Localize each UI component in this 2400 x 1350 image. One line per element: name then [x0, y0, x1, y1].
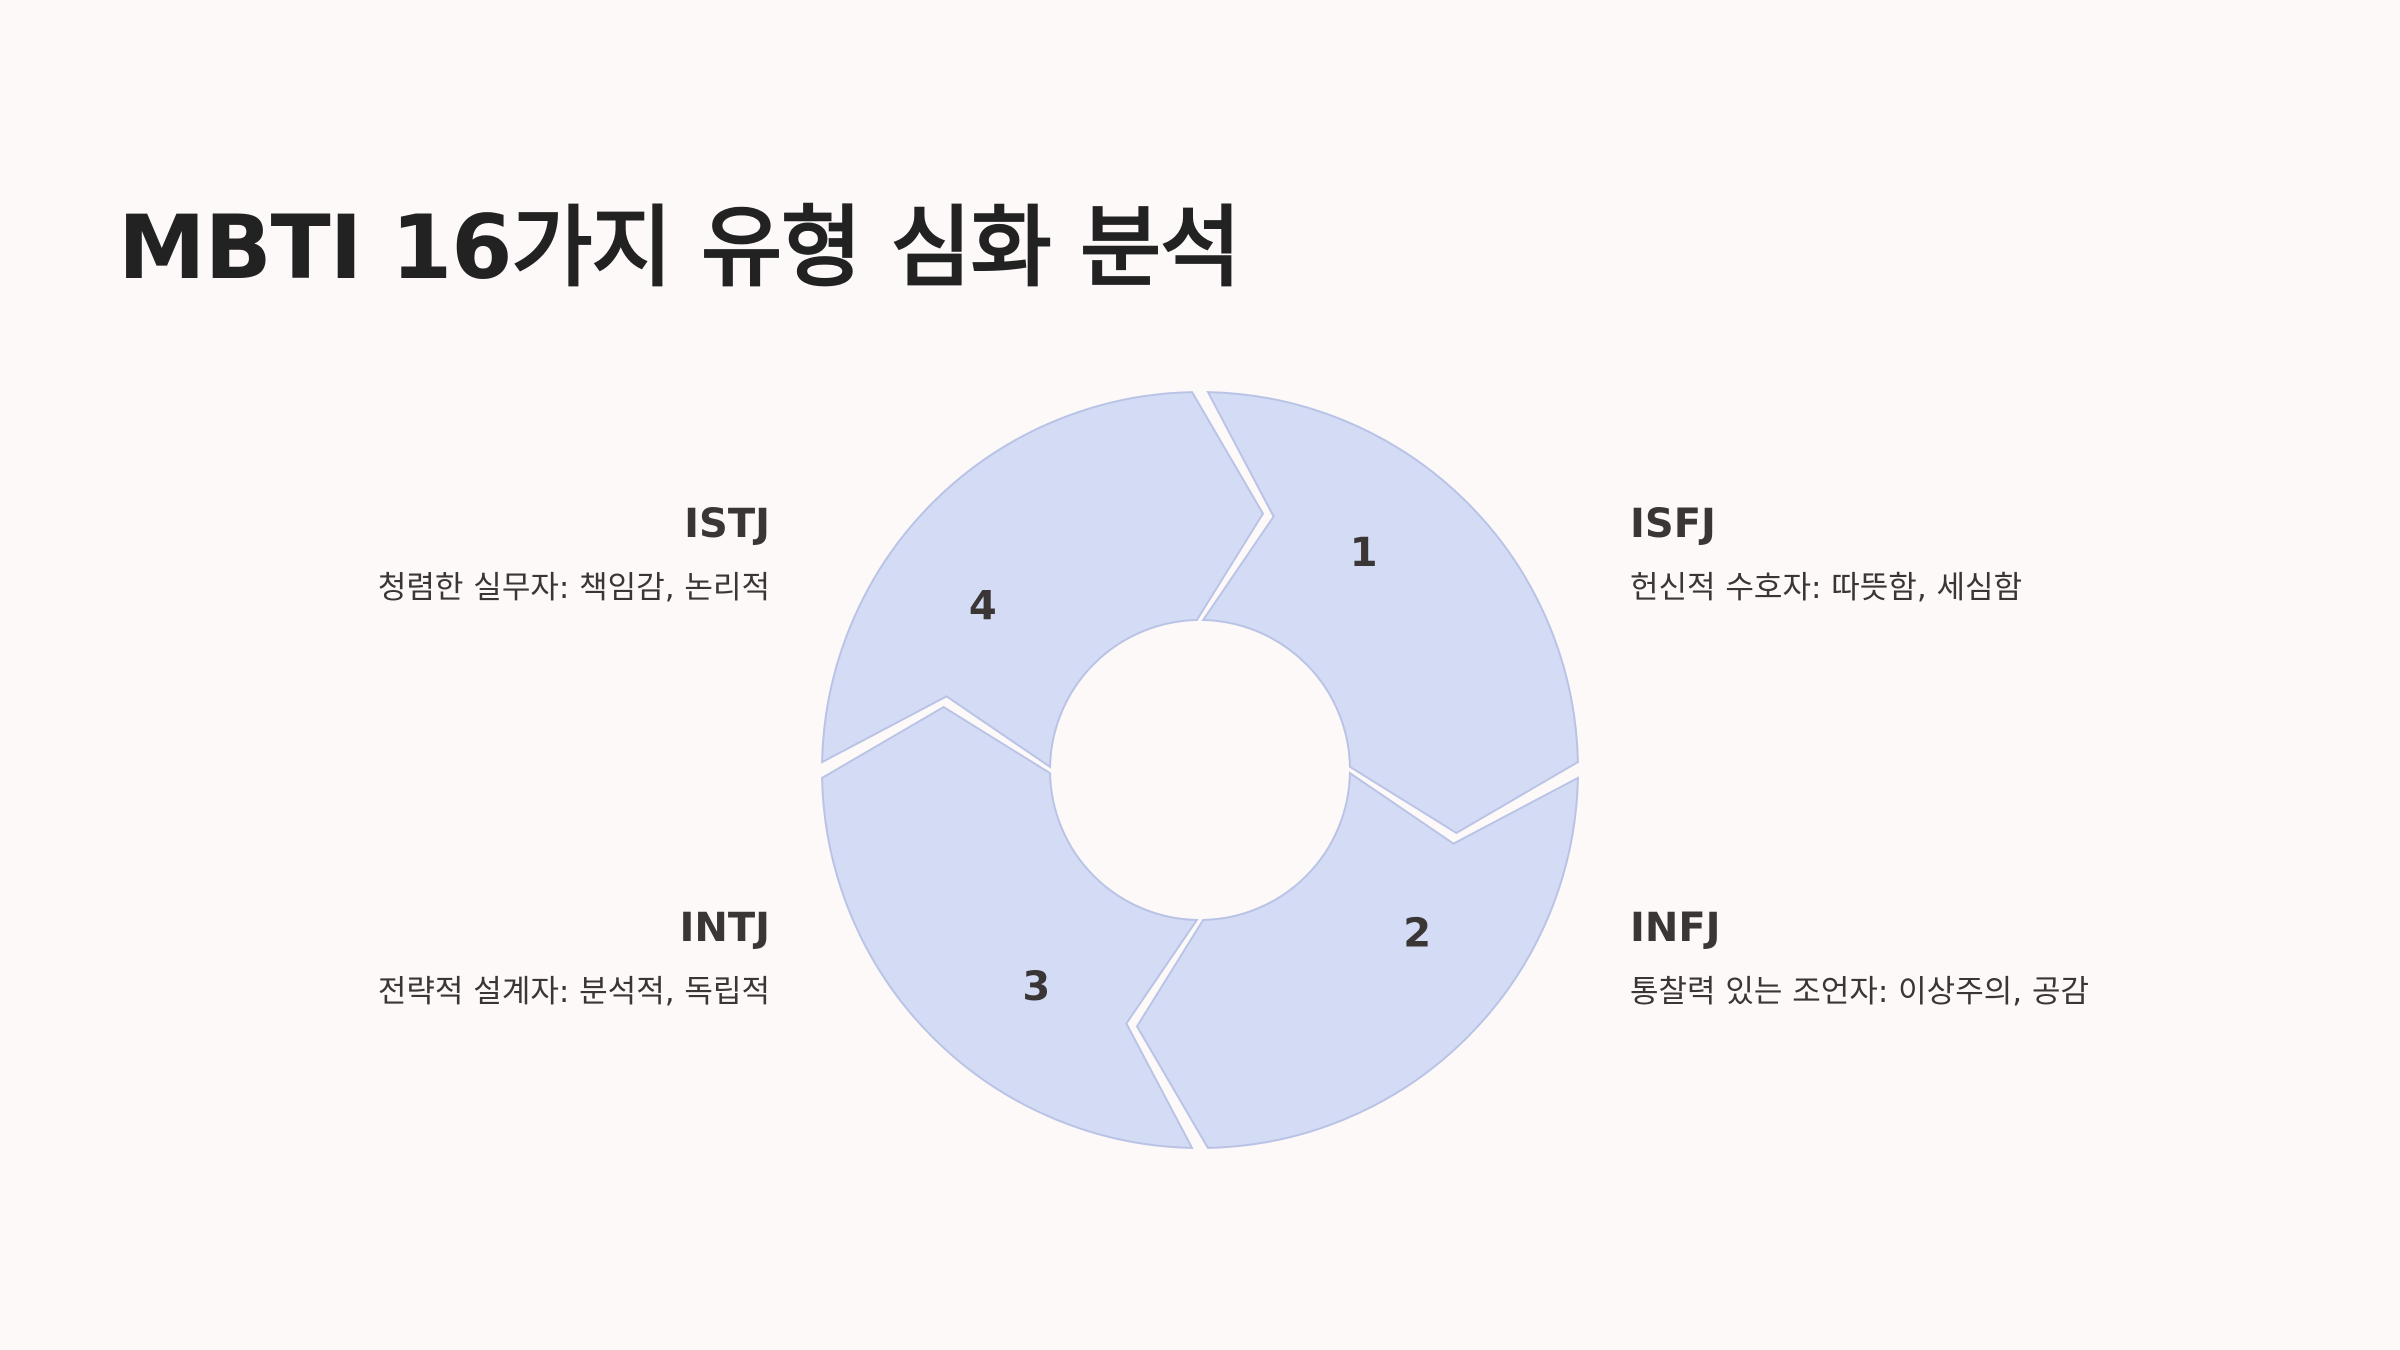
item-description: 통찰력 있는 조언자: 이상주의, 공감 [1630, 974, 2089, 1010]
item-intj: INTJ 전략적 설계자: 분석적, 독립적 [210, 904, 770, 1012]
item-name: INTJ [679, 905, 770, 951]
item-name: ISFJ [1630, 501, 1716, 547]
cycle-segment-3 [821, 705, 1199, 1149]
cycle-segment-4 [821, 391, 1265, 769]
cycle-segment-2 [1135, 771, 1579, 1149]
cycle-segment-number: 1 [1350, 530, 1378, 576]
item-description: 헌신적 수호자: 따뜻함, 세심함 [1630, 570, 2023, 606]
cycle-segment-number: 3 [1022, 964, 1050, 1010]
item-istj: ISTJ 청렴한 실무자: 책임감, 논리적 [210, 500, 770, 608]
item-description: 전략적 설계자: 분석적, 독립적 [377, 974, 770, 1010]
item-isfj: ISFJ 헌신적 수호자: 따뜻함, 세심함 [1630, 500, 2190, 608]
cycle-numbers: 1 2 3 4 [969, 530, 1431, 1010]
page-title: MBTI 16가지 유형 심화 분석 [118, 196, 1241, 299]
cycle-segment-number: 4 [969, 583, 997, 629]
cycle-segment-1 [1201, 391, 1579, 835]
item-infj: INFJ 통찰력 있는 조언자: 이상주의, 공감 [1630, 904, 2190, 1012]
item-name: ISTJ [684, 501, 770, 547]
cycle-segment-number: 2 [1403, 911, 1431, 957]
item-description: 청렴한 실무자: 책임감, 논리적 [377, 570, 770, 606]
cycle-diagram: 1 2 3 4 [821, 391, 1579, 1149]
cycle-segments [821, 391, 1579, 1149]
item-name: INFJ [1630, 905, 1721, 951]
